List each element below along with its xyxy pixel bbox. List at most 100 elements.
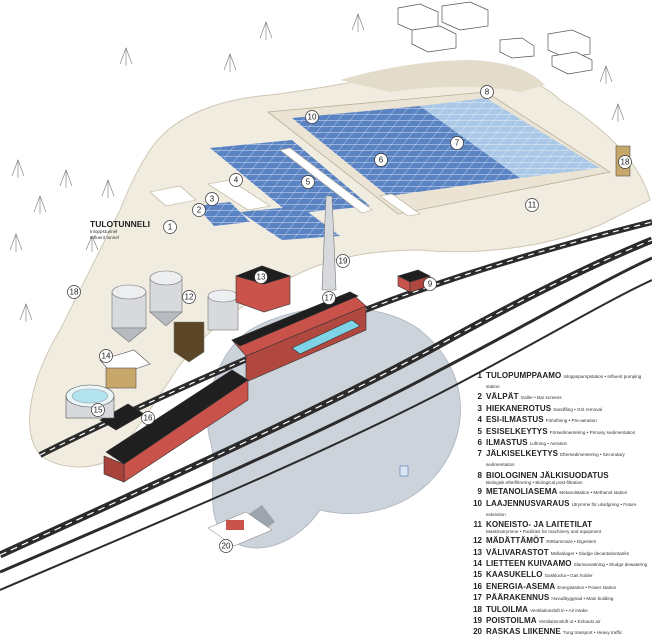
legend-term: BIOLOGINEN JÄLKISUODATUS bbox=[486, 470, 609, 480]
legend-number: 18 bbox=[473, 604, 482, 614]
callout-2: 2 bbox=[192, 203, 206, 217]
legend-term: TULOILMA bbox=[486, 604, 529, 614]
legend-translation: Luftning • Aeration bbox=[529, 440, 568, 446]
callout-label: 8 bbox=[485, 88, 490, 97]
callout-label: 11 bbox=[528, 201, 537, 210]
legend-number: 2 bbox=[477, 392, 482, 402]
callout-4: 4 bbox=[229, 173, 243, 187]
trees bbox=[9, 13, 625, 322]
legend-number: 16 bbox=[473, 581, 482, 591]
legend-number: 3 bbox=[477, 403, 482, 413]
legend-term: KAASUKELLO bbox=[486, 570, 543, 580]
tunnel-label: TULOTUNNELI Inloppstunnel Influent tunne… bbox=[90, 219, 150, 241]
legend-term: VÄLIVARASTOT bbox=[486, 547, 549, 557]
callout-3: 3 bbox=[205, 192, 219, 206]
callout-label: 1 bbox=[168, 223, 173, 232]
city-blocks bbox=[397, 1, 593, 75]
roads bbox=[0, 219, 652, 591]
callout-label: 6 bbox=[379, 156, 384, 165]
legend-translation: Gasklocka • Gas holder bbox=[544, 573, 593, 579]
callout-12: 12 bbox=[182, 290, 196, 304]
legend-translation: Metanolstation • Methanol station bbox=[559, 490, 628, 496]
callout-label: 13 bbox=[257, 273, 266, 282]
legend-term: LAAJENNUSVARAUS bbox=[486, 498, 570, 508]
callout-label: 17 bbox=[325, 294, 334, 303]
callout-label: 18 bbox=[621, 158, 630, 167]
legend-translation: Tung transport • Heavy traffic bbox=[562, 630, 623, 636]
callout-label: 16 bbox=[144, 414, 153, 423]
main-building bbox=[231, 291, 367, 383]
legend-translation: Rötkammare • Digesters bbox=[546, 539, 597, 545]
callout-20: 20 bbox=[219, 539, 233, 553]
callout-label: 12 bbox=[185, 293, 194, 302]
callout-1: 1 bbox=[163, 220, 177, 234]
legend-translation: Ventilationsluft in • Air intake bbox=[530, 607, 588, 613]
tunnel-portal bbox=[399, 465, 409, 477]
callouts: 1 2 3 4 5 6 7 8 9 10 11 12 13 14 15 16 1… bbox=[67, 85, 632, 553]
callout-14: 14 bbox=[99, 349, 113, 363]
callout-7: 7 bbox=[450, 136, 464, 150]
legend-number: 10 bbox=[473, 498, 482, 508]
legend-translation: Utrymme för utvidgning • Future extensio… bbox=[486, 501, 637, 517]
callout-6: 6 bbox=[374, 153, 388, 167]
legend-term: ESI-ILMASTUS bbox=[486, 415, 544, 425]
legend-number: 8 bbox=[477, 470, 482, 480]
callout-15: 15 bbox=[91, 403, 105, 417]
legend-number: 15 bbox=[473, 570, 482, 580]
legend-number: 13 bbox=[473, 547, 482, 557]
callout-11: 11 bbox=[525, 198, 539, 212]
legend-translation: Huvudbyggnad • Main building bbox=[551, 596, 614, 602]
legend-number: 5 bbox=[477, 426, 482, 436]
pool-field bbox=[196, 91, 612, 240]
callout-label: 19 bbox=[339, 257, 348, 266]
tunnel-label-en: Influent tunnel bbox=[90, 235, 119, 240]
pool-corridors bbox=[149, 147, 421, 217]
legend-term: ESISELKEYTYS bbox=[486, 426, 548, 436]
legend-term: METANOLIASEMA bbox=[486, 487, 558, 497]
legend-term: JÄLKISELKEYTYS bbox=[486, 449, 559, 459]
legend-translation: Försedimentering • Primary sedimentation bbox=[549, 429, 636, 435]
callout-label: 15 bbox=[94, 406, 103, 415]
callout-label: 14 bbox=[102, 352, 111, 361]
legend-translation: Sandfång • Grit removal bbox=[553, 406, 603, 412]
callout-19: 19 bbox=[336, 254, 350, 268]
callout-label: 5 bbox=[306, 178, 311, 187]
legend-translation: Maskinutrymme • Facilities for machinery… bbox=[486, 528, 602, 534]
callout-label: 10 bbox=[308, 113, 317, 122]
legend-term: TULOPUMPPAAMO bbox=[486, 371, 562, 380]
legend-number: 6 bbox=[477, 437, 482, 447]
legend-number: 14 bbox=[473, 559, 482, 569]
callout-17: 17 bbox=[322, 291, 336, 305]
callout-16: 16 bbox=[141, 411, 155, 425]
legend-translation: Eftersedimentering • Secondary sedimenta… bbox=[486, 452, 625, 468]
legend-term: HIEKANEROTUS bbox=[486, 403, 552, 413]
legend-term: VÄLPÄT bbox=[486, 392, 519, 402]
callout-18-right: 18 bbox=[618, 155, 632, 169]
legend-number: 19 bbox=[473, 616, 482, 626]
callout-9: 9 bbox=[423, 277, 437, 291]
